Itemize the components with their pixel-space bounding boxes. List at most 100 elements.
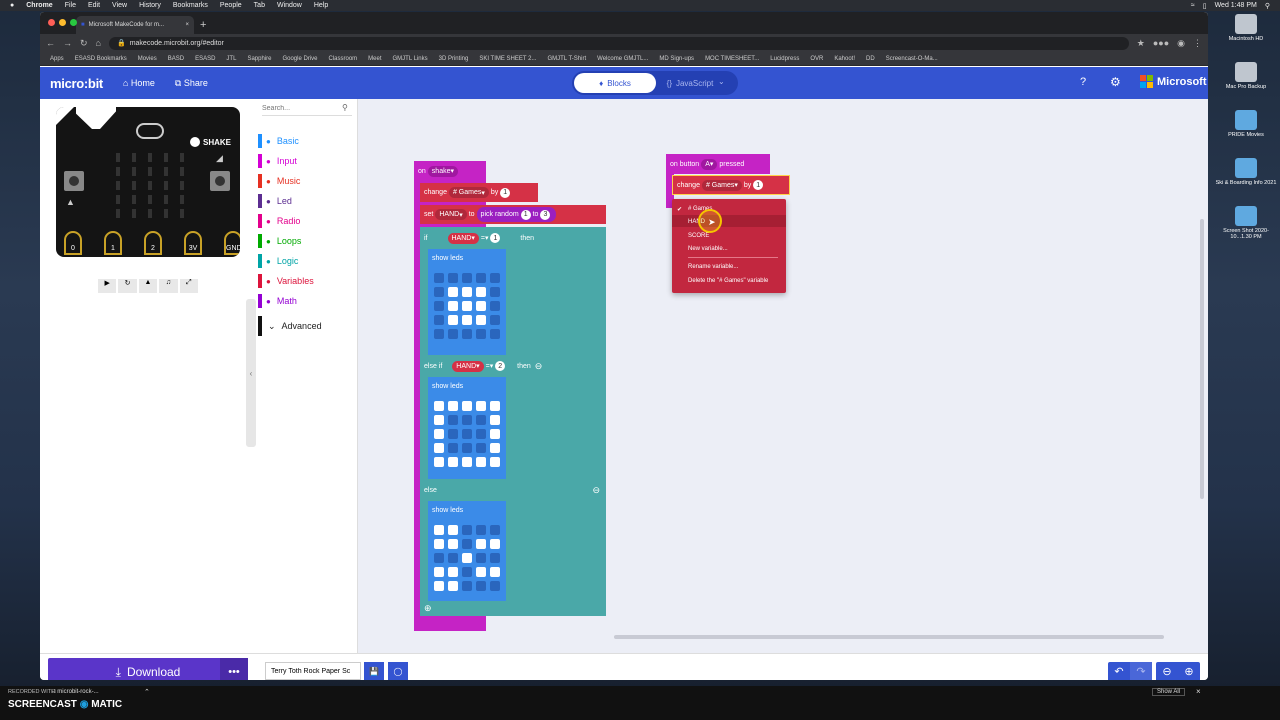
led-editor-3[interactable] [434, 525, 504, 595]
menubar-clock[interactable]: Wed 1:48 PM [1214, 2, 1257, 9]
undo-icon[interactable]: ↶ [1114, 666, 1124, 678]
chevron-down-icon[interactable]: ⌄ [718, 77, 725, 86]
pin-3v[interactable]: 3V [184, 231, 202, 255]
menubar-item-bookmarks[interactable]: Bookmarks [172, 2, 208, 9]
led-cell[interactable] [476, 443, 486, 453]
browser-menu-icon[interactable]: ⋮ [1193, 37, 1202, 48]
zoom-out-icon[interactable]: ⊖ [1162, 666, 1172, 678]
bookmark-item[interactable]: 3D Printing [438, 55, 469, 62]
bookmark-item[interactable]: MD Sign-ups [659, 55, 695, 62]
led-cell[interactable] [490, 581, 500, 591]
toolbox-category-logic[interactable]: ●Logic [258, 251, 358, 271]
led-cell[interactable] [490, 301, 500, 311]
show-leds-block-2[interactable]: show leds [428, 377, 506, 481]
toolbox-category-math[interactable]: ●Math [258, 291, 358, 311]
bookmark-item[interactable]: Google Drive [282, 55, 318, 62]
dropdown-item-games[interactable]: # Games [688, 206, 713, 212]
led-cell[interactable] [448, 525, 458, 535]
battery-icon[interactable]: ▯ [1202, 2, 1207, 10]
change-amount-input[interactable]: 1 [500, 187, 511, 198]
led-cell[interactable] [476, 273, 486, 283]
pin-2[interactable]: 2 [144, 231, 162, 255]
bookmark-item[interactable]: GMJTL Links [392, 55, 428, 62]
led-cell[interactable] [434, 429, 444, 439]
button-b[interactable] [210, 171, 230, 191]
led-cell[interactable] [490, 567, 500, 577]
download-more-button[interactable]: ••• [220, 658, 248, 680]
chevron-up-icon[interactable]: ⌃ [144, 689, 150, 696]
bookmark-item[interactable]: BASD [167, 55, 185, 62]
menubar-item-window[interactable]: Window [276, 2, 302, 9]
zoom-window-icon[interactable] [70, 19, 77, 26]
show-all-button[interactable]: Show All [1152, 688, 1186, 696]
pin-0[interactable]: 0 [64, 231, 82, 255]
bookmark-item[interactable]: ESASD Bookmarks [74, 55, 127, 62]
menubar-item-tab[interactable]: Tab [253, 2, 265, 9]
led-cell[interactable] [434, 525, 444, 535]
collapse-simulator-handle[interactable]: ‹ [246, 299, 256, 447]
bookmark-item[interactable]: OVR [810, 55, 824, 62]
desktop-icon[interactable]: Screen Shot 2020-10...1.30 PM [1214, 206, 1278, 240]
led-cell[interactable] [448, 443, 458, 453]
else-header[interactable]: else⊖ [420, 479, 606, 501]
tab-close-icon[interactable]: × [185, 22, 189, 28]
pin-1[interactable]: 1 [104, 231, 122, 255]
dropdown-item-new-variable[interactable]: New variable... [688, 246, 728, 252]
led-cell[interactable] [448, 539, 458, 549]
led-cell[interactable] [462, 301, 472, 311]
led-cell[interactable] [434, 443, 444, 453]
led-cell[interactable] [476, 567, 486, 577]
address-bar[interactable]: 🔒 makecode.microbit.org/#editor [108, 36, 1129, 50]
desktop-icon[interactable]: Mac Pro Backup [1214, 62, 1278, 90]
led-cell[interactable] [490, 457, 500, 467]
bookmark-item[interactable]: Classroom [328, 55, 358, 62]
desktop-icon[interactable]: Ski & Boarding Info 2021 [1214, 158, 1278, 186]
download-file-item[interactable]: □ microbit-rock-... [52, 689, 99, 695]
shake-button[interactable]: SHAKE [190, 137, 231, 147]
toolbox-category-input[interactable]: ●Input [258, 151, 358, 171]
menubar-item-edit[interactable]: Edit [87, 2, 101, 9]
bookmark-item[interactable]: Sapphire [247, 55, 272, 62]
led-cell[interactable] [462, 457, 472, 467]
remove-clause-icon[interactable]: ⊖ [534, 360, 543, 371]
led-cell[interactable] [448, 415, 458, 425]
led-cell[interactable] [462, 567, 472, 577]
led-cell[interactable] [434, 287, 444, 297]
search-icon[interactable]: ⚲ [1264, 2, 1270, 10]
led-cell[interactable] [434, 415, 444, 425]
project-name-input[interactable] [265, 662, 361, 680]
if-hand-reporter[interactable]: HAND▾ [447, 232, 479, 244]
toolbox-advanced[interactable]: ⌄Advanced [258, 316, 358, 336]
led-cell[interactable] [434, 567, 444, 577]
toolbox-category-variables[interactable]: ●Variables [258, 271, 358, 291]
wifi-icon[interactable]: ≈ [1190, 2, 1195, 9]
minimize-window-icon[interactable] [59, 19, 66, 26]
bookmark-item[interactable]: Apps [50, 55, 64, 62]
bookmark-item[interactable]: Movies [137, 55, 157, 62]
bookmark-item[interactable]: Lucidpress [770, 55, 800, 62]
led-cell[interactable] [462, 415, 472, 425]
led-editor-1[interactable] [434, 273, 504, 343]
if-compare-input[interactable]: 1 [490, 233, 501, 243]
led-cell[interactable] [462, 429, 472, 439]
random-min-input[interactable]: 1 [520, 209, 531, 220]
led-cell[interactable] [448, 287, 458, 297]
led-cell[interactable] [448, 581, 458, 591]
led-cell[interactable] [448, 457, 458, 467]
elseif-compare-input[interactable]: 2 [495, 361, 506, 371]
led-cell[interactable] [476, 429, 486, 439]
led-cell[interactable] [448, 553, 458, 563]
led-cell[interactable] [476, 315, 486, 325]
bookmark-star-icon[interactable]: ★ [1136, 37, 1145, 48]
variable-dropdown[interactable]: # Games▾ [448, 187, 489, 198]
led-cell[interactable] [476, 287, 486, 297]
menubar-app-name[interactable]: Chrome [26, 2, 53, 9]
home-icon[interactable]: ⌂ [95, 38, 101, 48]
microsoft-brand[interactable]: Microsoft [1140, 75, 1207, 88]
led-cell[interactable] [462, 401, 472, 411]
led-cell[interactable] [434, 401, 444, 411]
